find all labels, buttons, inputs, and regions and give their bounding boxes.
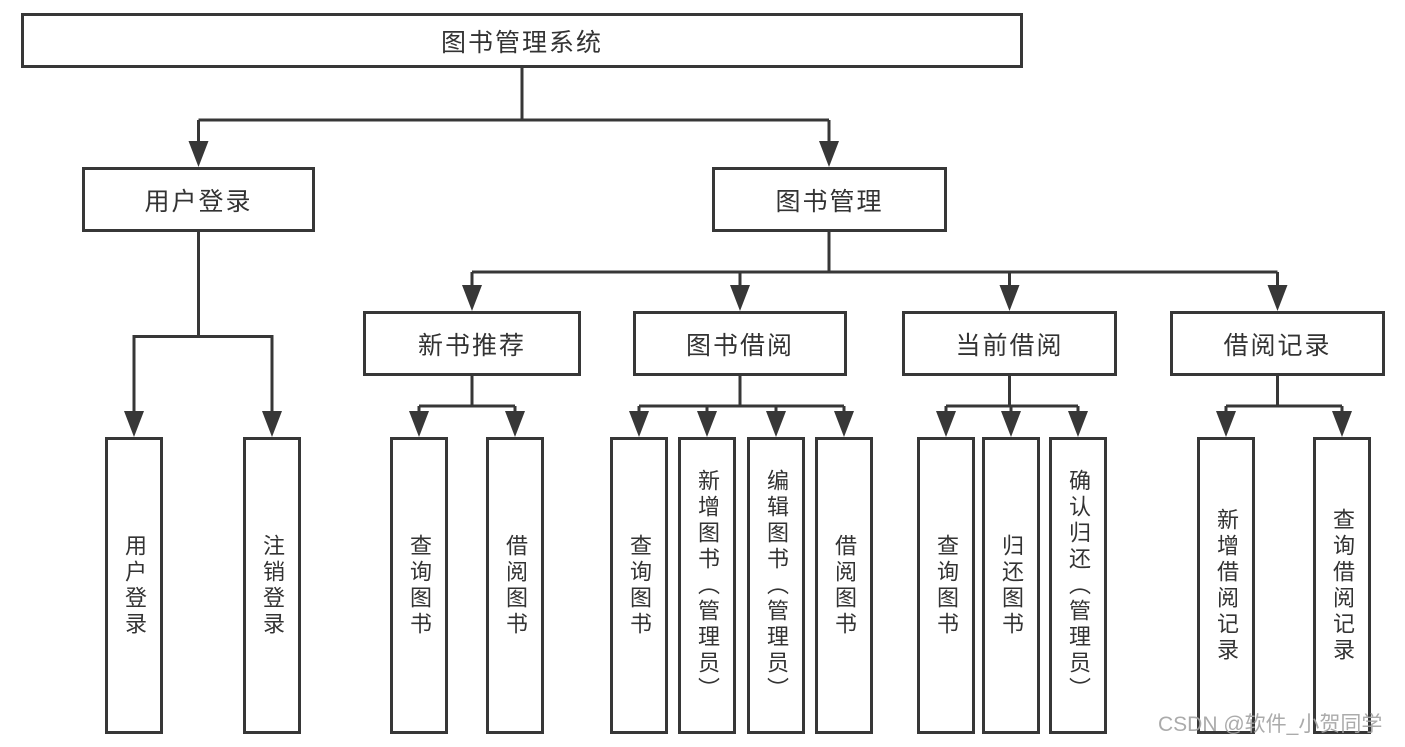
leaf-records-query-record: 查询借阅记录 (1313, 437, 1371, 734)
leaf-recommend-query-books-label: 查询图书 (407, 533, 432, 638)
leaf-recommend-borrow-books: 借阅图书 (486, 437, 544, 734)
leaf-borrowing-query-books: 查询图书 (610, 437, 668, 734)
node-new-book-recommend-label: 新书推荐 (417, 331, 526, 360)
leaf-current-query-books: 查询图书 (917, 437, 975, 734)
node-book-borrowing: 图书借阅 (633, 311, 847, 376)
watermark: CSDN @软件_小贺同学 (1158, 713, 1383, 736)
leaf-current-confirm-return-admin-label: 确认归还（管理员） (1066, 468, 1091, 703)
node-user-login: 用户登录 (82, 167, 315, 232)
node-borrowing-records: 借阅记录 (1170, 311, 1385, 376)
leaf-borrowing-add-books-admin-label: 新增图书（管理员） (695, 468, 720, 703)
node-book-management: 图书管理 (712, 167, 947, 232)
leaf-records-query-record-label: 查询借阅记录 (1330, 507, 1355, 664)
leaf-borrowing-edit-books-admin-label: 编辑图书（管理员） (764, 468, 789, 703)
node-current-borrowing: 当前借阅 (902, 311, 1117, 376)
leaf-borrowing-borrow-books-label: 借阅图书 (832, 533, 857, 638)
leaf-records-add-record: 新增借阅记录 (1197, 437, 1255, 734)
leaf-user-login-label: 用户登录 (122, 533, 147, 638)
node-book-borrowing-label: 图书借阅 (685, 331, 794, 360)
leaf-current-return-books: 归还图书 (982, 437, 1040, 734)
node-new-book-recommend: 新书推荐 (363, 311, 581, 376)
leaf-logout: 注销登录 (243, 437, 301, 734)
leaf-current-return-books-label: 归还图书 (999, 533, 1024, 638)
node-current-borrowing-label: 当前借阅 (955, 331, 1064, 360)
node-book-management-label: 图书管理 (775, 187, 884, 216)
leaf-current-confirm-return-admin: 确认归还（管理员） (1049, 437, 1107, 734)
node-library-system-label: 图书管理系统 (440, 28, 603, 57)
leaf-user-login: 用户登录 (105, 437, 163, 734)
leaf-borrowing-edit-books-admin: 编辑图书（管理员） (747, 437, 805, 734)
node-library-system: 图书管理系统 (21, 13, 1023, 68)
leaf-logout-label: 注销登录 (260, 533, 285, 638)
tree-edges (132, 68, 1344, 413)
leaf-records-add-record-label: 新增借阅记录 (1214, 507, 1239, 664)
leaf-recommend-query-books: 查询图书 (390, 437, 448, 734)
leaf-current-query-books-label: 查询图书 (934, 533, 959, 638)
leaf-borrowing-borrow-books: 借阅图书 (815, 437, 873, 734)
node-borrowing-records-label: 借阅记录 (1223, 331, 1332, 360)
arrowheads (124, 141, 1352, 437)
leaf-recommend-borrow-books-label: 借阅图书 (503, 533, 528, 638)
leaf-borrowing-query-books-label: 查询图书 (627, 533, 652, 638)
node-user-login-label: 用户登录 (144, 187, 253, 216)
leaf-borrowing-add-books-admin: 新增图书（管理员） (678, 437, 736, 734)
